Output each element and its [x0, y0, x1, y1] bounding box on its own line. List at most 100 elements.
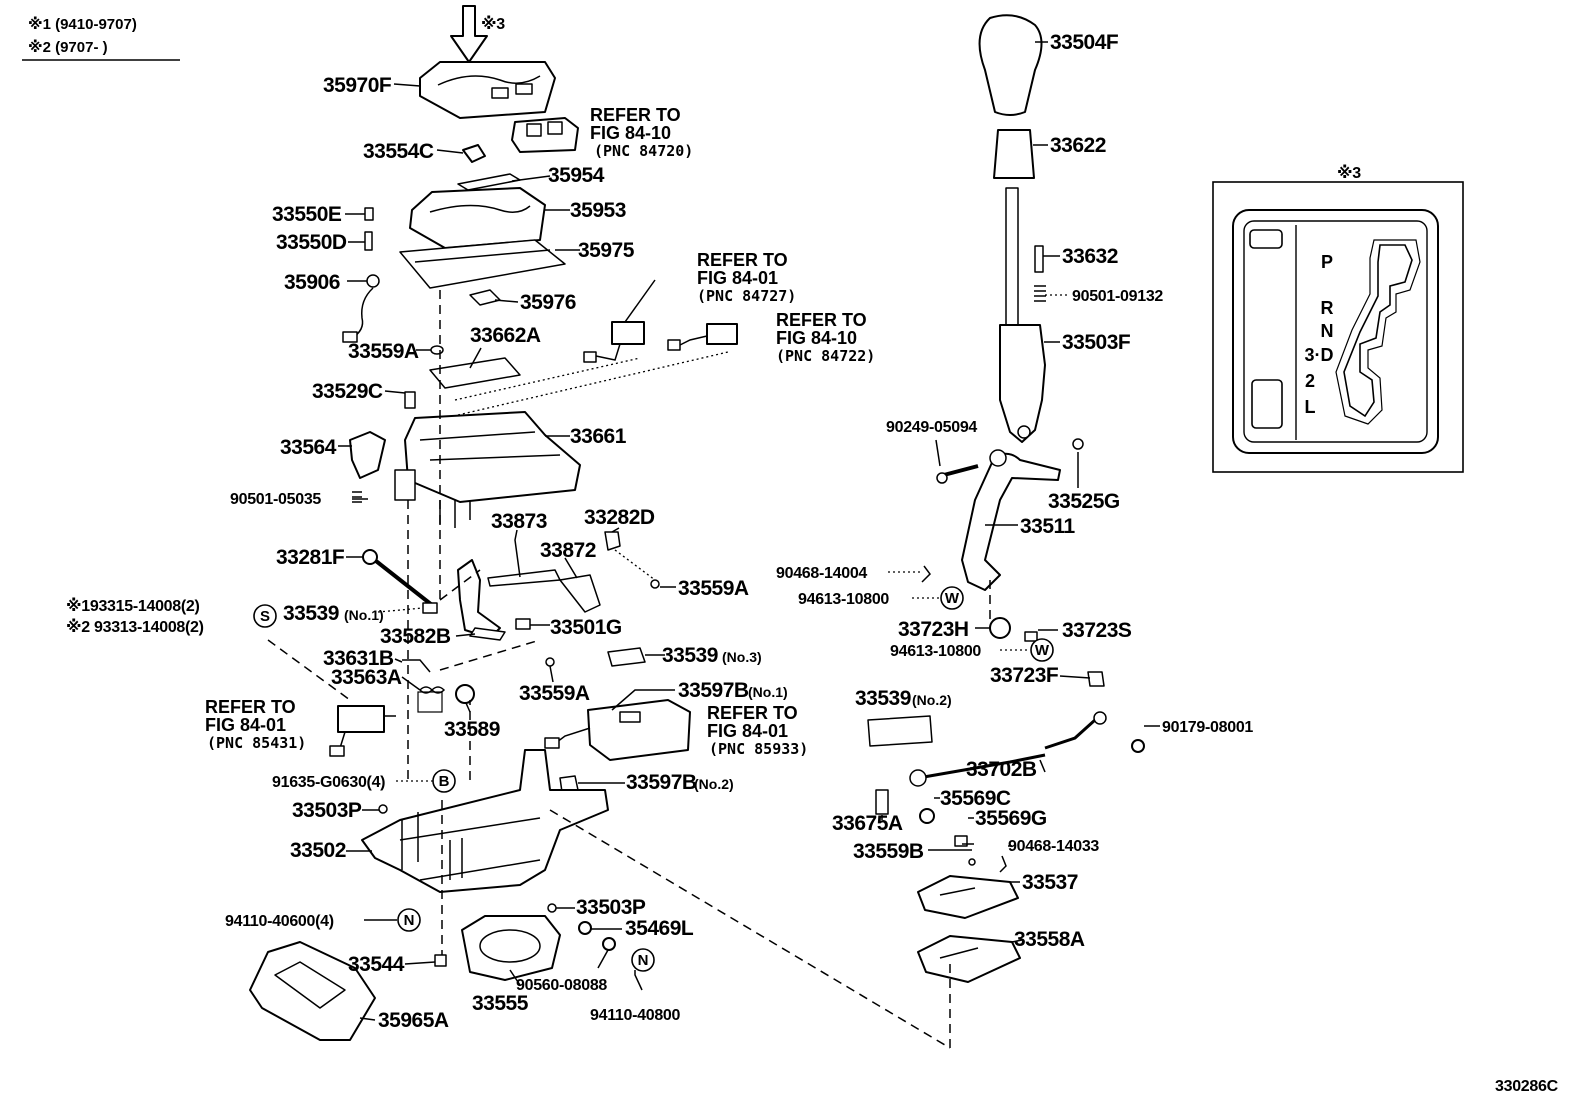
part-label-33539-no2-suffix: (No.2) [912, 692, 952, 708]
symbol-w-2: W [1035, 642, 1050, 659]
part-label-33554C: 33554C [363, 140, 434, 163]
symbol-n-1: N [404, 912, 415, 929]
symbol-w-circle-1 [940, 586, 964, 610]
part-label-33723S: 33723S [1062, 619, 1132, 642]
part-label-33632: 33632 [1062, 245, 1118, 268]
part-label-35970F: 35970F [323, 74, 392, 97]
symbol-n-circle-2 [631, 948, 655, 972]
leader-lines [338, 41, 1160, 1021]
part-label-33564: 33564 [280, 436, 337, 459]
header-notes: ※1 (9410-9707) ※2 (9707- ) [22, 15, 180, 61]
view-arrow-label: ※3 [481, 15, 505, 33]
part-label-33622: 33622 [1050, 134, 1106, 157]
part-label-33631B: 33631B [323, 647, 394, 670]
ref3-line3: (PNC 84722) [776, 347, 875, 365]
part-label-35953: 35953 [570, 199, 626, 222]
part-label-33702B: 33702B [966, 758, 1037, 781]
part-label-33873: 33873 [491, 510, 547, 533]
part-label-35569G: 35569G [975, 807, 1047, 830]
gear-label-2: 2 [1305, 371, 1315, 391]
part-label-90468-14004: 90468-14004 [776, 565, 867, 582]
part-label-94613-1: 94613-10800 [798, 591, 889, 608]
figure-id: 330286C [1495, 1078, 1559, 1095]
part-label-35469L: 35469L [625, 917, 694, 940]
ref2-line3: (PNC 84727) [697, 287, 796, 305]
part-label-33529C: 33529C [312, 380, 383, 403]
gear-label-r: R [1321, 298, 1334, 318]
part-label-33872: 33872 [540, 539, 596, 562]
part-label-33504F: 33504F [1050, 31, 1119, 54]
part-label-33597B-no1-suffix: (No.1) [748, 684, 788, 700]
part-label-33539-no1-suffix: (No.1) [344, 607, 384, 623]
part-label-90249: 90249-05094 [886, 419, 977, 436]
left-assembly-shapes [249, 61, 738, 1041]
part-label-33558A: 33558A [1014, 928, 1085, 951]
part-label-33503P-2: 33503P [576, 896, 646, 919]
part-labels: 35970F 33554C 35954 33550E 35953 33550D … [66, 31, 1254, 1032]
part-label-33589: 33589 [444, 718, 500, 741]
part-label-33539-no3-suffix: (No.3) [722, 649, 762, 665]
ref2-line2: FIG 84-01 [697, 268, 778, 288]
symbol-b: B [439, 773, 450, 790]
part-label-33503P-1: 33503P [292, 799, 362, 822]
symbol-n-2: N [638, 952, 649, 969]
part-label-94110-40800: 94110-40800 [590, 1007, 681, 1024]
ref2-line1: REFER TO [697, 250, 788, 270]
symbol-n-circle-1 [397, 908, 421, 932]
part-label-33582B: 33582B [380, 625, 451, 648]
right-assembly-shapes [867, 14, 1145, 983]
ref3-line1: REFER TO [776, 310, 867, 330]
part-label-90501-05035: 90501-05035 [230, 491, 321, 508]
ref4-line3: (PNC 85431) [207, 734, 306, 752]
header-note-2: ※2 (9707- ) [28, 38, 108, 56]
ref5-line2: FIG 84-01 [707, 721, 788, 741]
ref5-line1: REFER TO [707, 703, 798, 723]
part-label-90560: 90560-08088 [516, 977, 607, 994]
part-label-35954: 35954 [548, 164, 605, 187]
part-label-33661: 33661 [570, 425, 627, 448]
symbol-w-circle-2 [1030, 638, 1054, 662]
ref1-line2: FIG 84-10 [590, 123, 671, 143]
part-label-33501G: 33501G [550, 616, 622, 639]
symbol-s: S [260, 608, 270, 625]
part-label-33550E: 33550E [272, 203, 342, 226]
header-note-1: ※1 (9410-9707) [28, 15, 137, 33]
part-label-33539-no1: 33539 [283, 602, 339, 625]
part-label-33525G: 33525G [1048, 490, 1120, 513]
part-label-93313: ※2 93313-14008(2) [66, 618, 204, 636]
part-label-33539-no3: 33539 [662, 644, 718, 667]
part-label-94110-40600: 94110-40600(4) [225, 913, 334, 930]
part-label-33597B-no2: 33597B [626, 771, 697, 794]
part-label-90179: 90179-08001 [1162, 719, 1253, 736]
part-label-33281F: 33281F [276, 546, 345, 569]
part-label-33511: 33511 [1020, 515, 1076, 538]
part-label-33675A: 33675A [832, 812, 903, 835]
gear-label-p: P [1321, 252, 1333, 272]
part-label-90501-09132: 90501-09132 [1072, 288, 1163, 305]
part-label-33537: 33537 [1022, 871, 1078, 894]
shift-gate-inset: ※3 P R N 3·D 2 L [1212, 164, 1464, 473]
part-label-33502: 33502 [290, 839, 346, 862]
part-label-35569C: 35569C [940, 787, 1011, 810]
part-label-35906: 35906 [284, 271, 340, 294]
part-label-33539-no2: 33539 [855, 687, 911, 710]
reference-notes: REFER TO FIG 84-10 (PNC 84720) REFER TO … [205, 105, 875, 758]
part-label-90468-14033: 90468-14033 [1008, 838, 1099, 855]
part-label-33597B-no2-suffix: (No.2) [694, 776, 734, 792]
part-label-33559A-2: 33559A [678, 577, 749, 600]
inset-title: ※3 [1337, 164, 1361, 182]
part-label-93315: ※193315-14008(2) [66, 597, 200, 615]
assembly-dashes [267, 290, 991, 1049]
part-label-33544: 33544 [348, 953, 405, 976]
part-label-33723F: 33723F [990, 664, 1059, 687]
view-arrow: ※3 [450, 5, 506, 63]
part-label-35975: 35975 [578, 239, 635, 262]
symbol-s-circle [253, 604, 277, 628]
part-label-33662A: 33662A [470, 324, 541, 347]
gear-label-3d: 3·D [1304, 345, 1333, 365]
symbol-b-circle [432, 769, 456, 793]
part-label-33550D: 33550D [276, 231, 347, 254]
gear-label-l: L [1305, 397, 1316, 417]
part-label-33559B: 33559B [853, 840, 924, 863]
